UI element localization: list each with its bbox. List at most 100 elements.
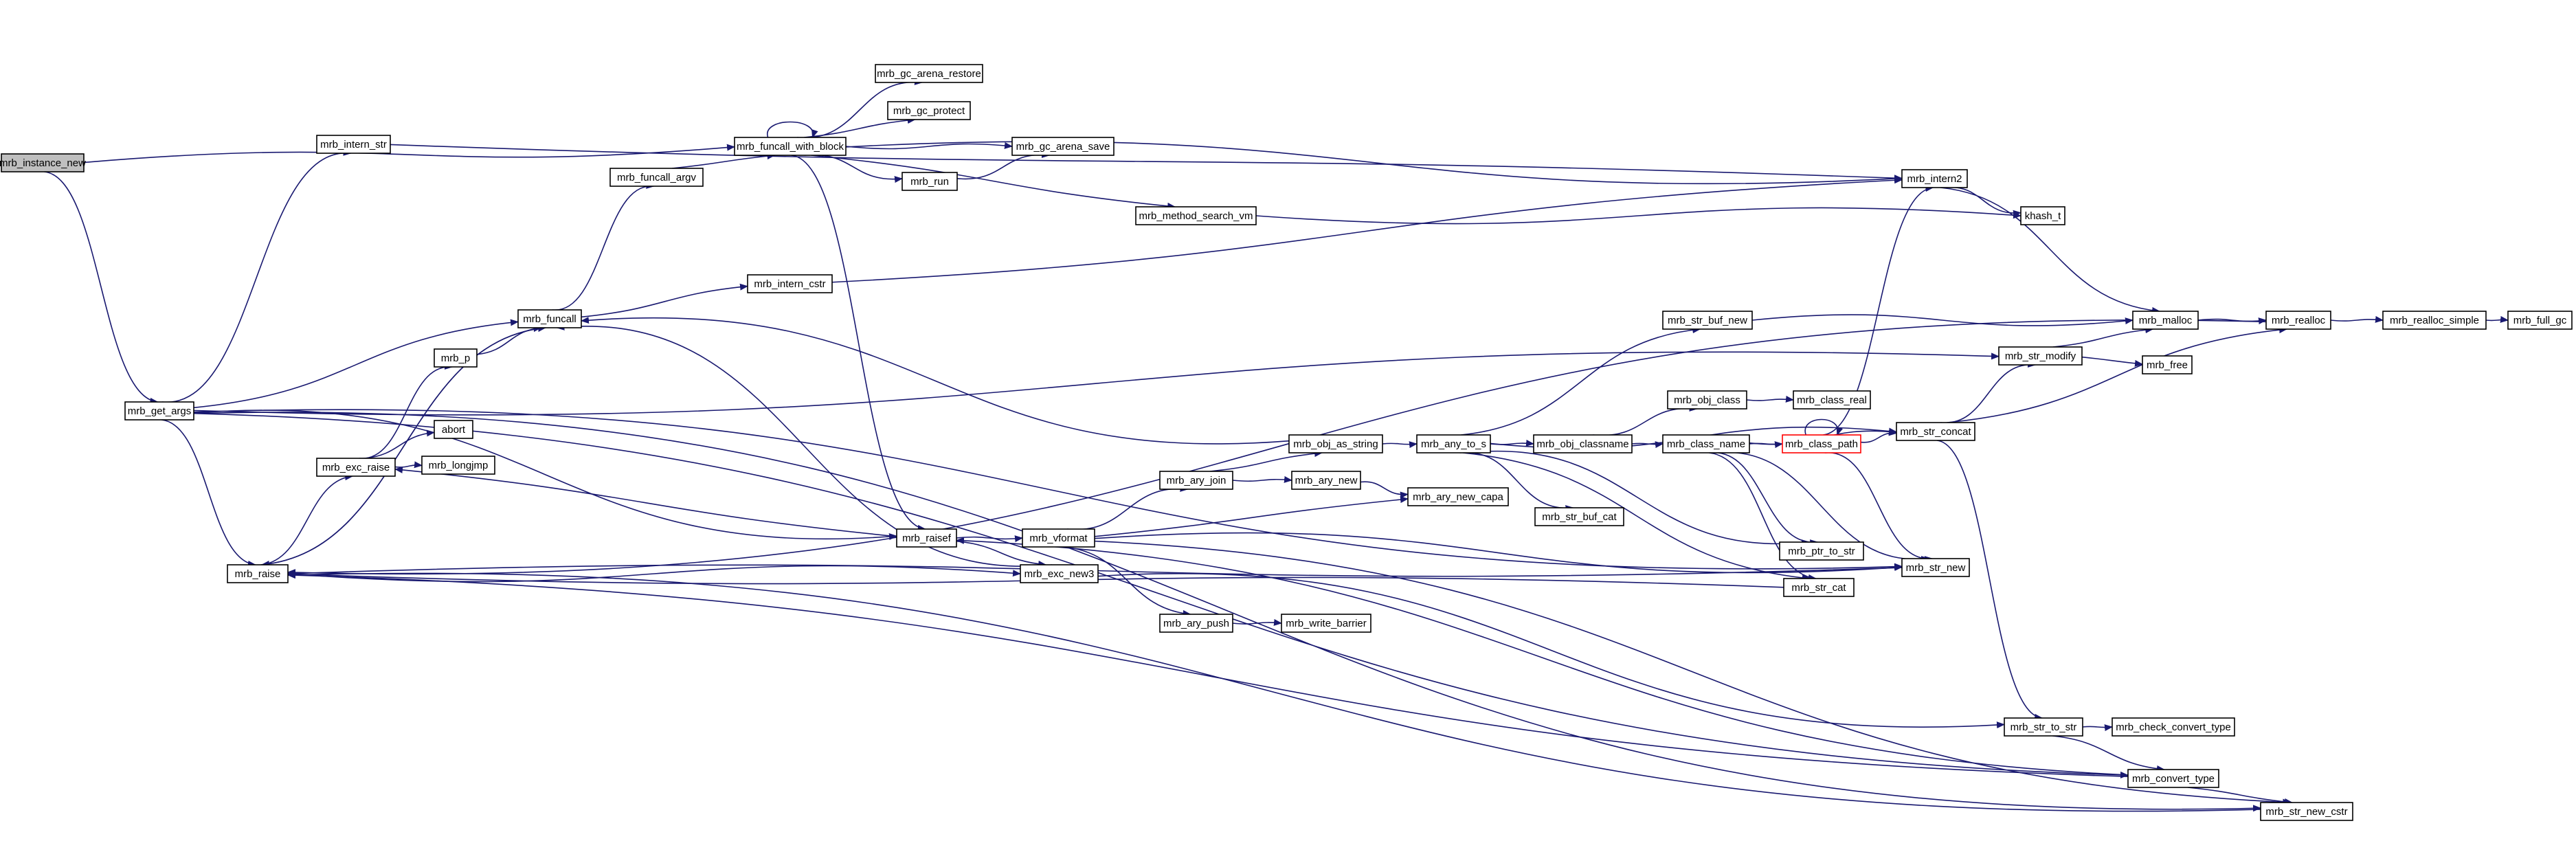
node-mrb_str_new[interactable]: mrb_str_new <box>1901 558 1970 577</box>
node-mrb_funcall_with_block[interactable]: mrb_funcall_with_block <box>734 137 847 156</box>
node-mrb_p[interactable]: mrb_p <box>434 348 478 368</box>
node-mrb_convert_type[interactable]: mrb_convert_type <box>2127 769 2219 788</box>
node-label: mrb_funcall <box>523 313 576 325</box>
node-mrb_class_real[interactable]: mrb_class_real <box>1793 390 1871 410</box>
edge-mrb_class_path-to-mrb_intern2 <box>1823 185 1934 436</box>
node-mrb_obj_classname[interactable]: mrb_obj_classname <box>1533 434 1633 453</box>
node-label: mrb_full_gc <box>2513 315 2567 326</box>
edge-mrb_raisef-to-mrb_vformat <box>956 535 1023 543</box>
node-mrb_str_new_cstr[interactable]: mrb_str_new_cstr <box>2260 802 2353 821</box>
edge-mrb_funcall-to-mrb_intern_cstr <box>581 283 748 318</box>
node-mrb_exc_new3[interactable]: mrb_exc_new3 <box>1020 564 1099 583</box>
node-mrb_gc_arena_restore[interactable]: mrb_gc_arena_restore <box>875 64 983 83</box>
node-mrb_method_search_vm[interactable]: mrb_method_search_vm <box>1135 206 1257 225</box>
node-mrb_realloc[interactable]: mrb_realloc <box>2265 311 2331 330</box>
edge-mrb_get_args-to-mrb_funcall <box>193 319 519 409</box>
node-mrb_class_name[interactable]: mrb_class_name <box>1662 434 1750 453</box>
edge-mrb_malloc-to-mrb_realloc <box>2197 317 2267 325</box>
node-label: mrb_ary_push <box>1163 618 1229 629</box>
edge-mrb_exc_raise-to-mrb_longjmp <box>394 461 423 469</box>
nodes-layer: mrb_instance_new mrb_get_args mrb_intern_s… <box>0 64 2573 821</box>
node-mrb_instance_new[interactable]: mrb_instance_new <box>0 153 86 172</box>
node-label: mrb_ary_join <box>1167 475 1227 486</box>
node-mrb_ary_join[interactable]: mrb_ary_join <box>1159 471 1233 490</box>
node-mrb_exc_raise[interactable]: mrb_exc_raise <box>316 458 396 477</box>
edge-mrb_intern2-to-khash_t <box>1945 186 2021 217</box>
node-mrb_run[interactable]: mrb_run <box>901 172 958 191</box>
edge-mrb_ary_push-to-mrb_write_barrier <box>1232 618 1282 626</box>
node-box <box>124 401 194 421</box>
node-box <box>2004 717 2083 737</box>
node-box <box>887 101 971 120</box>
node-mrb_str_buf_cat[interactable]: mrb_str_buf_cat <box>1534 507 1624 526</box>
edge-mrb_str_concat-to-mrb_realloc <box>1947 326 2288 423</box>
node-box <box>1793 390 1871 410</box>
edge-mrb_obj_classname-to-mrb_class_name <box>1631 441 1664 449</box>
node-box <box>2260 802 2353 821</box>
node-mrb_full_gc[interactable]: mrb_full_gc <box>2507 311 2573 330</box>
node-mrb_funcall[interactable]: mrb_funcall <box>517 309 582 328</box>
node-mrb_raisef[interactable]: mrb_raisef <box>896 528 957 548</box>
node-mrb_ptr_to_str[interactable]: mrb_ptr_to_str <box>1779 541 1864 561</box>
node-mrb_str_to_str[interactable]: mrb_str_to_str <box>2004 717 2083 737</box>
node-label: mrb_funcall_with_block <box>737 141 844 153</box>
node-label: mrb_str_to_str <box>2011 721 2077 733</box>
node-mrb_obj_as_string[interactable]: mrb_obj_as_string <box>1288 434 1383 453</box>
node-abort[interactable]: abort <box>434 420 473 439</box>
node-mrb_ary_new_capa[interactable]: mrb_ary_new_capa <box>1407 487 1509 506</box>
node-mrb_class_path[interactable]: mrb_class_path <box>1782 434 1861 453</box>
node-mrb_get_args[interactable]: mrb_get_args <box>124 401 194 421</box>
edge-mrb_str_new_cstr-to-mrb_raise <box>287 571 2261 812</box>
edge-mrb_intern2-to-mrb_malloc <box>1940 187 2161 314</box>
node-mrb_ary_new[interactable]: mrb_ary_new <box>1291 471 1361 490</box>
edge-mrb_get_args-to-mrb_raisef <box>193 410 897 540</box>
edge-mrb_raise-to-mrb_exc_raise <box>260 473 354 565</box>
node-box <box>1662 434 1750 453</box>
edge-mrb_class_path-to-mrb_str_concat <box>1860 429 1897 443</box>
node-label: mrb_intern2 <box>1907 173 1962 185</box>
node-mrb_obj_class[interactable]: mrb_obj_class <box>1667 390 1747 410</box>
node-box <box>901 172 958 191</box>
node-mrb_str_modify[interactable]: mrb_str_modify <box>1998 346 2083 366</box>
node-mrb_free[interactable]: mrb_free <box>2142 355 2193 374</box>
node-box <box>316 135 391 154</box>
node-mrb_longjmp[interactable]: mrb_longjmp <box>421 456 495 475</box>
node-label: mrb_gc_protect <box>893 105 965 117</box>
node-label: mrb_funcall_argv <box>617 172 697 183</box>
node-box <box>1783 578 1855 597</box>
edge-mrb_exc_new3-to-mrb_funcall <box>556 323 1053 567</box>
node-mrb_funcall_argv[interactable]: mrb_funcall_argv <box>609 168 704 187</box>
node-mrb_check_convert_type[interactable]: mrb_check_convert_type <box>2112 717 2235 737</box>
node-box <box>609 168 704 187</box>
node-mrb_realloc_simple[interactable]: mrb_realloc_simple <box>2382 311 2487 330</box>
node-mrb_str_buf_new[interactable]: mrb_str_buf_new <box>1662 311 1753 330</box>
node-mrb_ary_push[interactable]: mrb_ary_push <box>1159 614 1233 633</box>
node-mrb_raise[interactable]: mrb_raise <box>227 564 289 583</box>
node-box <box>875 64 983 83</box>
node-mrb_intern2[interactable]: mrb_intern2 <box>1901 169 1968 188</box>
node-box <box>2132 311 2199 330</box>
node-khash_t[interactable]: khash_t <box>2020 206 2065 225</box>
node-mrb_intern_str[interactable]: mrb_intern_str <box>316 135 391 154</box>
node-mrb_any_to_s[interactable]: mrb_any_to_s <box>1416 434 1491 453</box>
node-label: mrb_gc_arena_save <box>1016 141 1110 153</box>
edge-mrb_get_args-to-mrb_intern_str <box>161 148 352 403</box>
node-mrb_intern_cstr[interactable]: mrb_intern_cstr <box>747 274 833 293</box>
node-mrb_gc_protect[interactable]: mrb_gc_protect <box>887 101 971 120</box>
node-mrb_str_concat[interactable]: mrb_str_concat <box>1896 422 1975 441</box>
node-mrb_write_barrier[interactable]: mrb_write_barrier <box>1281 614 1371 633</box>
node-mrb_malloc[interactable]: mrb_malloc <box>2132 311 2199 330</box>
node-box <box>1 153 85 172</box>
node-mrb_str_cat[interactable]: mrb_str_cat <box>1783 578 1855 597</box>
node-label: mrb_class_name <box>1667 438 1745 450</box>
node-box <box>1534 507 1624 526</box>
edge-mrb_funcall_with_block-to-mrb_intern2 <box>845 141 1903 185</box>
edge-mrb_ary_join-to-mrb_obj_as_string <box>1209 450 1323 472</box>
node-mrb_vformat[interactable]: mrb_vformat <box>1022 528 1095 548</box>
edge-mrb_exc_new3-to-mrb_str_to_str <box>1097 573 2005 729</box>
node-label: mrb_realloc <box>2272 315 2326 326</box>
node-mrb_gc_arena_save[interactable]: mrb_gc_arena_save <box>1011 137 1115 156</box>
edge-mrb_instance_new-to-mrb_get_args <box>44 171 159 405</box>
edge-mrb_convert_type-to-mrb_str_new_cstr <box>2187 787 2293 805</box>
node-box <box>1407 487 1509 506</box>
